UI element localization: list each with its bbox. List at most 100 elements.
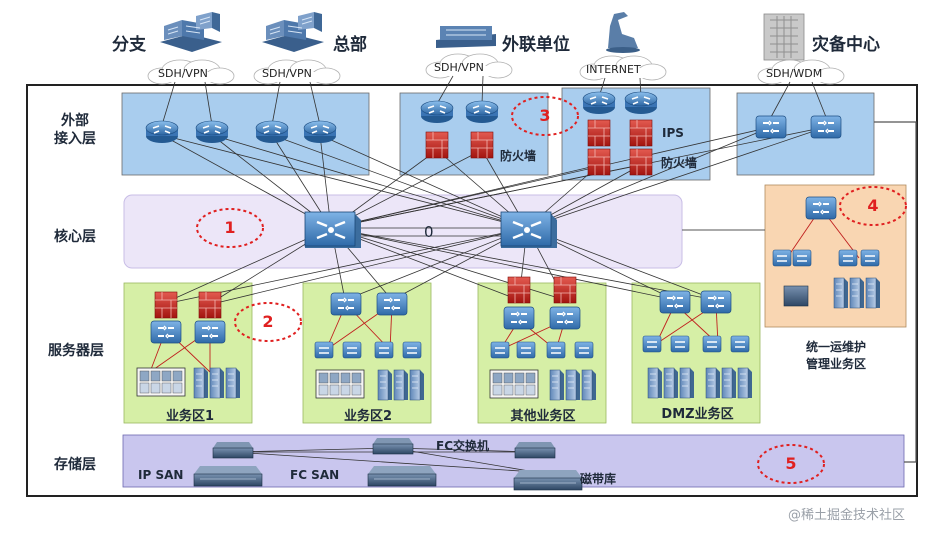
server-icon (833, 277, 849, 309)
core-link-label: 0 (424, 223, 434, 241)
router-icon (420, 100, 454, 124)
switch-icon (810, 115, 842, 139)
fc-san-label: FC SAN (290, 468, 340, 482)
switch-icon (376, 292, 408, 316)
server-zone-dmz (631, 282, 761, 424)
fc-switch-icon (212, 441, 254, 459)
dr-storage-link (874, 121, 917, 463)
ip-san-label: IP SAN (138, 468, 184, 482)
dr-building-icon (763, 13, 805, 61)
site-hq-label: 总部 (333, 35, 367, 55)
router-icon (303, 120, 337, 144)
load-balancer-icon (642, 335, 662, 353)
firewall-icon (553, 276, 577, 304)
switch-icon (150, 320, 182, 344)
tape-library-icon (513, 469, 583, 491)
load-balancer-icon (342, 341, 362, 359)
cloud-sdh-vpn-1-label: SDH/VPN (158, 67, 208, 80)
server-icon (705, 367, 721, 399)
marker-5-label: 5 (785, 454, 797, 473)
cloud-sdh-vpn-2-label: SDH/VPN (262, 67, 312, 80)
switch-icon (330, 292, 362, 316)
layer-server-label: 服务器层 (48, 343, 104, 359)
firewall-icon (425, 131, 449, 159)
marker-2 (234, 302, 302, 342)
switch-icon (194, 320, 226, 344)
router-icon (255, 120, 289, 144)
server-icon (581, 369, 597, 401)
firewall-icon (154, 291, 178, 319)
marker-3-label: 3 (539, 106, 551, 125)
core-switch-icon (303, 210, 363, 250)
router-icon (145, 120, 179, 144)
fc-switch-icon (372, 437, 414, 455)
layer-storage-label: 存储层 (54, 457, 96, 473)
internet-user-icon (606, 12, 640, 53)
marker-3 (511, 96, 579, 136)
load-balancer-icon (702, 335, 722, 353)
server-icon (679, 367, 695, 399)
server-icon (549, 369, 565, 401)
tape-library-label: 磁带库 (580, 472, 617, 486)
server-icon (225, 367, 241, 399)
console-icon (783, 285, 809, 307)
load-balancer-icon (546, 341, 566, 359)
server-icon (565, 369, 581, 401)
cloud-sdh-wdm-label: SDH/WDM (766, 67, 823, 80)
server-icon (849, 277, 865, 309)
router-icon (195, 120, 229, 144)
server-icon (737, 367, 753, 399)
fc-switch-icon (514, 441, 556, 459)
fc-san-icon (367, 465, 437, 487)
watermark: @稀土掘金技术社区 (788, 508, 906, 523)
server-icon (193, 367, 209, 399)
marker-4-label: 4 (867, 196, 879, 215)
zone-dmz-label: DMZ业务区 (661, 407, 734, 422)
ips-icon (587, 119, 611, 147)
firewall-icon (587, 148, 611, 176)
load-balancer-icon (670, 335, 690, 353)
router-icon (465, 100, 499, 124)
firewall-icon (507, 276, 531, 304)
load-balancer-icon (374, 341, 394, 359)
ips-icon (629, 119, 653, 147)
zone-other-label: 其他业务区 (510, 409, 576, 424)
marker-4 (839, 186, 907, 226)
marker-1-label: 1 (224, 218, 236, 237)
router-icon (624, 91, 658, 115)
load-balancer-icon (730, 335, 750, 353)
marker-2-label: 2 (262, 312, 274, 331)
load-balancer-icon (402, 341, 422, 359)
firewall-icon (629, 148, 653, 176)
server-zone-biz1 (123, 282, 253, 424)
server-icon (377, 369, 393, 401)
switch-icon (805, 196, 837, 220)
ip-san-icon (193, 465, 263, 487)
marker-5 (757, 444, 825, 484)
core-zone (123, 194, 683, 269)
server-icon (663, 367, 679, 399)
router-icon (582, 91, 616, 115)
firewall-icon (470, 131, 494, 159)
disk-array-icon (315, 369, 365, 399)
server-icon (209, 367, 225, 399)
site-partner-label: 外联单位 (502, 35, 570, 55)
switch-icon (549, 306, 581, 330)
firewall-icon (198, 291, 222, 319)
cloud-internet-label: INTERNET (586, 63, 641, 76)
disk-array-icon (489, 369, 539, 399)
hq-building-icon (261, 11, 325, 53)
load-balancer-icon (314, 341, 334, 359)
zone-biz2-label: 业务区2 (343, 409, 393, 424)
core-switch-icon (499, 210, 559, 250)
load-balancer-icon (516, 341, 536, 359)
load-balancer-icon (490, 341, 510, 359)
switch-icon (503, 306, 535, 330)
partner-building-icon (436, 26, 496, 48)
switch-icon (659, 290, 691, 314)
load-balancer-icon (772, 249, 792, 267)
load-balancer-icon (838, 249, 858, 267)
server-icon (393, 369, 409, 401)
